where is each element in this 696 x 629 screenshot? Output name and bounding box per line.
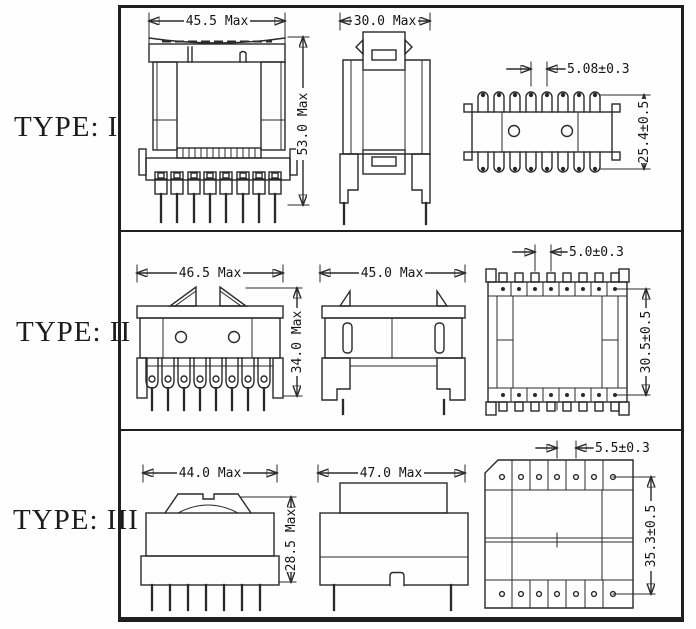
type1-side-view: 30.0 Max [340,12,430,226]
type-1-label: TYPE: I [14,111,119,143]
type-2-label: TYPE: II [16,316,132,348]
type2-front-view: 46.5 Max 34.0 Max [137,264,305,412]
type2-top-view: 5.0±0.3 30.5±0.5 [485,244,654,416]
type3-front-height-dim: 28.5 Max [284,509,299,572]
type3-pin-row-span-dim: 35.3±0.5 [644,505,659,568]
type3-side-width-dim: 47.0 Max [360,466,423,481]
type1-side-width-dim: 30.0 Max [354,14,417,29]
type2-side-view: 45.0 Max [320,264,465,416]
row-divider-1 [121,230,681,232]
type-3-label: TYPE: III [13,504,139,536]
type1-pin-pitch-dim: 5.08±0.3 [567,62,630,77]
type1-pin-row-span-dim: 25.4±0.5 [637,101,652,164]
type1-top-view: 5.08±0.3 25.4±0.5 [463,61,652,173]
type2-front-width-dim: 46.5 Max [179,266,242,281]
type1-front-view: 45.5 Max 53.0 Max [138,12,311,224]
row-divider-2 [121,429,681,431]
type1-front-height-dim: 53.0 Max [296,93,311,156]
type3-front-width-dim: 44.0 Max [179,466,242,481]
type1-front-width-dim: 45.5 Max [186,14,249,29]
type2-pin-pitch-dim: 5.0±0.3 [569,245,624,260]
type3-side-view: 47.0 Max [318,464,469,612]
type2-pin-row-span-dim: 30.5±0.5 [639,311,654,374]
type3-top-view: 5.5±0.3 35.3±0.5 [484,440,659,609]
type3-front-view: 44.0 Max 28.5 Max [140,464,299,612]
type2-side-width-dim: 45.0 Max [361,266,424,281]
type3-pin-pitch-dim: 5.5±0.3 [595,441,650,456]
drawing-frame [118,5,684,622]
type2-front-height-dim: 34.0 Max [290,311,305,374]
